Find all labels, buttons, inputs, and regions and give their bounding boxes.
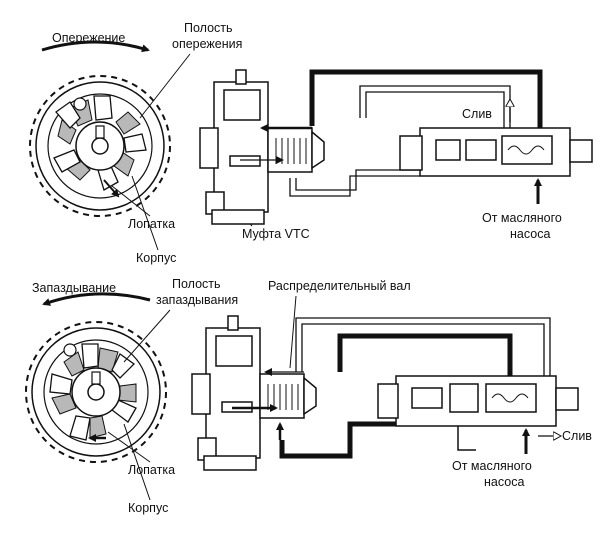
advance-spool-valve	[399, 127, 593, 177]
retard-direction-arrow	[42, 292, 151, 306]
advance-direction-label: Опережение	[52, 31, 125, 45]
advance-lower-line-2	[295, 169, 420, 191]
advance-vtc-actuator	[199, 69, 325, 225]
retard-cavity-label-2: запаздывания	[156, 293, 238, 307]
advance-vane-label: Лопатка	[128, 217, 175, 231]
advance-cavity-label-2: опережения	[172, 37, 242, 51]
retard-pump-label-2: насоса	[484, 475, 524, 489]
retard-cavity-leader	[123, 309, 171, 363]
advance-cavity-label-1: Полость	[184, 21, 233, 35]
retard-housing-leader	[123, 423, 151, 501]
retard-housing-label: Корпус	[128, 501, 168, 515]
advance-lower-line-1	[289, 175, 420, 197]
retard-return-line-2	[301, 323, 545, 376]
retard-spool-valve	[377, 375, 579, 451]
retard-camshaft-leader	[289, 295, 297, 369]
retard-pressure-line-lower	[279, 421, 396, 459]
retard-return-line-1	[295, 317, 551, 376]
advance-clutch-label: Муфта VTC	[242, 227, 310, 241]
retard-cavity-label-1: Полость	[172, 277, 221, 291]
retard-direction-label: Запаздывание	[32, 281, 116, 295]
advance-housing-leader	[131, 175, 159, 251]
retard-pressure-line-upper	[337, 333, 513, 376]
retard-sprocket	[25, 321, 167, 463]
retard-camshaft-label: Распределительный вал	[268, 279, 411, 293]
retard-panel: Запаздывание	[25, 277, 592, 515]
retard-drain-label: Слив	[562, 429, 592, 443]
advance-return-line-2	[365, 91, 505, 130]
advance-cavity-leader	[139, 53, 191, 119]
advance-pump-label-1: От масляного	[482, 211, 562, 225]
advance-direction-arrow	[41, 40, 150, 53]
retard-pump-label-1: От масляного	[452, 459, 532, 473]
advance-pressure-line	[309, 69, 543, 130]
advance-vane-leader	[111, 185, 151, 217]
advance-housing-label: Корпус	[136, 251, 176, 265]
advance-pump-label-2: насоса	[510, 227, 550, 241]
retard-vane-leader	[107, 431, 151, 463]
retard-vtc-actuator	[191, 315, 317, 471]
advance-drain-label: Слив	[462, 107, 492, 121]
advance-sprocket	[29, 75, 171, 217]
retard-vane-label: Лопатка	[128, 463, 175, 477]
advance-panel: Опережение	[29, 21, 593, 265]
